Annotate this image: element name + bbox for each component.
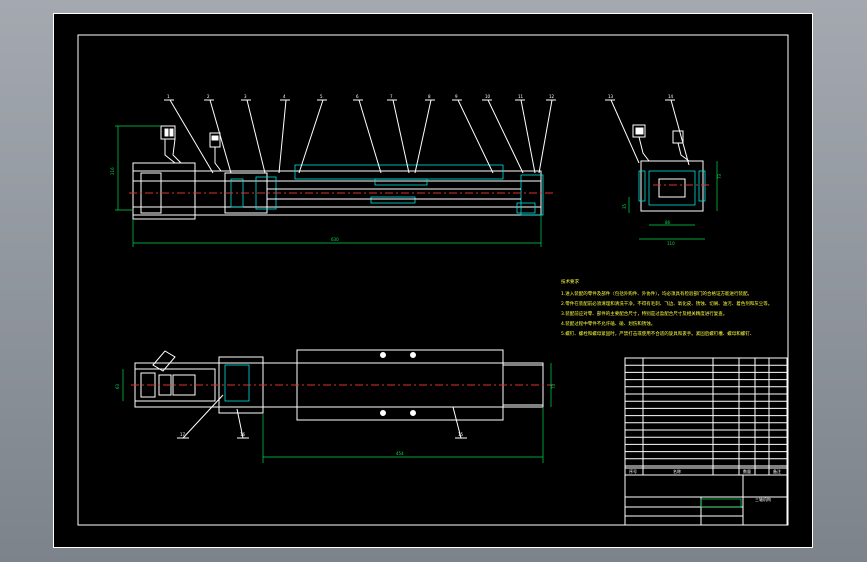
balloon-leader (538, 99, 553, 174)
balloon-label-5: 5 (320, 94, 323, 99)
balloon-label-3: 3 (244, 94, 247, 99)
balloon-leader (169, 99, 214, 174)
balloon-leaders-plan: 17 16 15 (177, 394, 467, 439)
balloon-leader (487, 99, 524, 174)
note-line: 4.装配过程中零件不允许磕、碰、划伤和锈蚀。 (561, 320, 655, 327)
plan-view: 73 63 454 17 16 15 (115, 349, 556, 463)
bom-header-note: 备注 (773, 468, 781, 474)
balloon-leaders-side: 13 14 (605, 94, 690, 166)
balloon-leader (610, 99, 640, 164)
side-view: 73 35 86 110 13 14 (605, 94, 722, 246)
note-line: 2.零件在装配前必须清理和清洗干净，不得有毛刺、飞边、氧化皮、锈蚀、切屑、油污、… (561, 300, 772, 307)
dim-side-small: 35 (622, 203, 627, 209)
bom-header-name: 名称 (673, 468, 681, 474)
drawing-name: 三轴机构 (755, 496, 771, 502)
bom-header-no: 序号 (629, 468, 637, 474)
balloon-label-11: 11 (518, 94, 524, 99)
balloon-label-4: 4 (283, 94, 286, 99)
balloon-leader (520, 99, 536, 174)
balloon-leader (670, 99, 690, 166)
dim-side-width: 86 (665, 220, 671, 225)
balloon-leader (414, 99, 432, 174)
balloon-label-10: 10 (485, 94, 491, 99)
balloon-label-2: 2 (207, 94, 210, 99)
balloon-leader (246, 99, 266, 174)
balloon-leader (358, 99, 382, 174)
note-line: 1.进入装配的零件及部件（包括外购件、外协件），均必须具有检验部门的合格证方能进… (561, 290, 752, 297)
balloon-leader (457, 99, 494, 174)
title-block: 序号 名称 数量 备注 三轴机构 (624, 357, 788, 526)
notes-title: 技术要求 (561, 278, 579, 285)
balloon-label-8: 8 (428, 94, 431, 99)
inner-frame (77, 34, 789, 526)
note-line: 3.装配前应对零、部件的主要配合尺寸，特别是过盈配合尺寸及相关精度进行复查。 (561, 310, 727, 317)
balloon-leader (298, 99, 324, 174)
dim-overall-length: 630 (331, 237, 339, 242)
dim-height-left: 116 (110, 167, 115, 175)
dim-stroke: 454 (396, 451, 404, 456)
left-end-block (132, 162, 196, 220)
balloon-leader (236, 408, 244, 439)
side-profile (640, 160, 704, 212)
balloon-leader (209, 99, 232, 174)
balloon-label-17: 17 (180, 432, 186, 437)
motor-connector (160, 125, 176, 140)
dim-side-base: 110 (667, 241, 675, 246)
technical-notes: 技术要求 1.进入装配的零件及部件（包括外购件、外协件），均必须具有检验部门的合… (561, 278, 772, 337)
dim-plan-left: 63 (115, 383, 120, 389)
balloon-label-14: 14 (668, 94, 674, 99)
dim-plan-width: 73 (551, 383, 556, 389)
balloon-label-13: 13 (608, 94, 614, 99)
note-line: 5.螺钉、螺栓和螺母紧固时，严禁打击或使用不合适的旋具和扳手。紧固后螺钉槽、螺母… (561, 330, 754, 337)
carriage (294, 164, 504, 180)
balloon-leader (182, 394, 224, 439)
balloon-leader (278, 99, 287, 174)
balloon-leader (452, 406, 462, 439)
right-end-block (520, 174, 544, 216)
balloon-label-16: 16 (240, 432, 246, 437)
balloon-label-7: 7 (390, 94, 393, 99)
balloon-label-9: 9 (455, 94, 458, 99)
dim-side-height: 73 (717, 173, 722, 179)
balloon-leader (392, 99, 410, 174)
balloon-label-12: 12 (549, 94, 555, 99)
bom-header-qty: 数量 (743, 468, 751, 474)
outer-frame (53, 13, 813, 548)
balloon-label-1: 1 (167, 94, 170, 99)
balloon-label-6: 6 (356, 94, 359, 99)
balloon-label-15: 15 (458, 432, 464, 437)
